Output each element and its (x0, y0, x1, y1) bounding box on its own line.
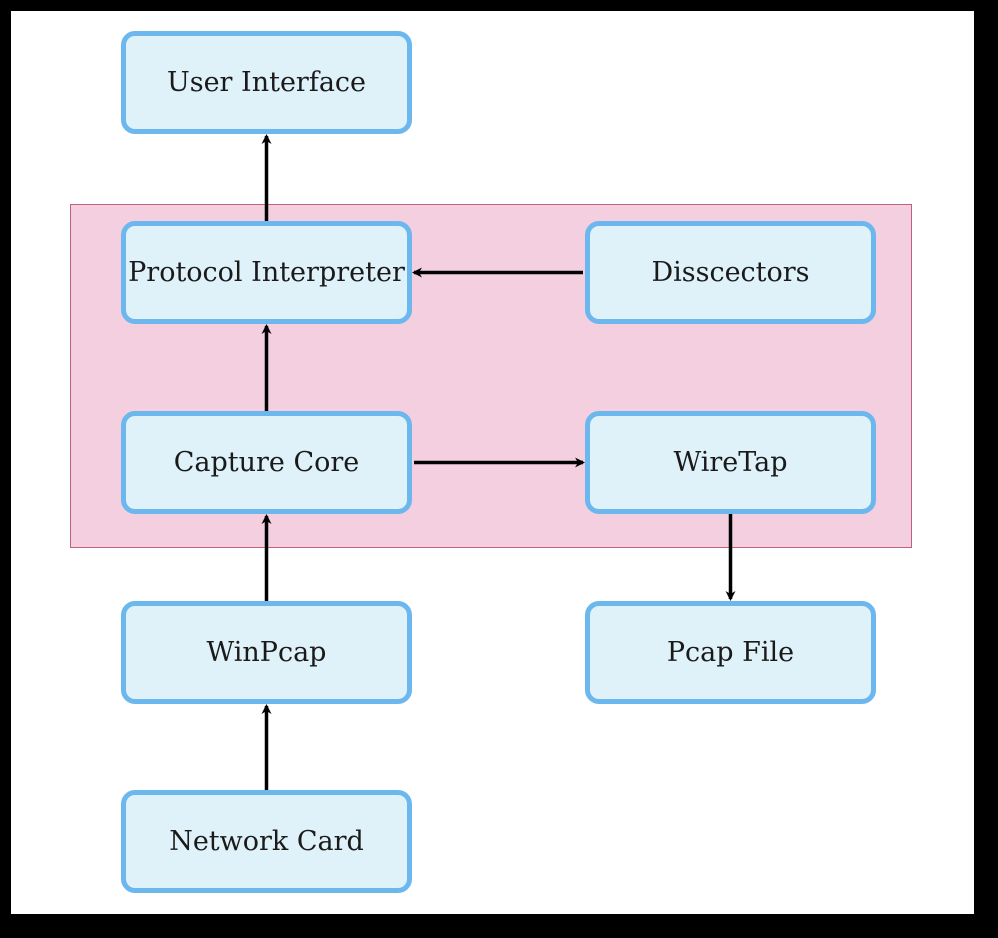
node-protocol-interpreter: Protocol Interpreter (121, 221, 412, 324)
node-capture-core: Capture Core (121, 411, 412, 514)
node-user-interface: User Interface (121, 31, 412, 134)
node-dissectors: Disscectors (585, 221, 876, 324)
node-wiretap: WireTap (585, 411, 876, 514)
edges-layer (261, 134, 736, 790)
diagram-canvas: User Interface Protocol Interpreter Diss… (11, 11, 974, 914)
node-network-card: Network Card (121, 790, 412, 893)
node-pcap-file: Pcap File (585, 601, 876, 704)
node-winpcap: WinPcap (121, 601, 412, 704)
